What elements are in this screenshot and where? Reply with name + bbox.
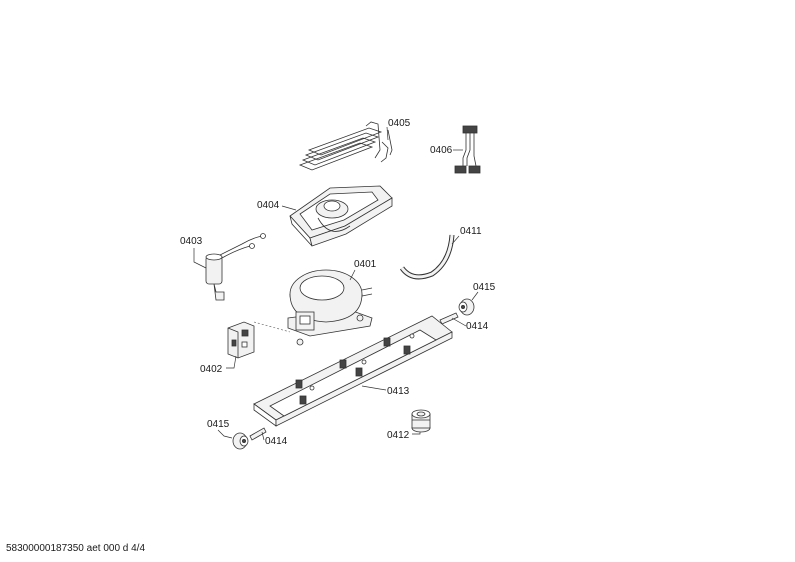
label-0401: 0401 [354, 259, 377, 270]
leader-0415-upper [471, 291, 479, 301]
part-0402-relay[interactable] [227, 321, 255, 359]
leader-0414-lower [261, 431, 265, 441]
part-0411-hose[interactable] [399, 234, 455, 280]
part-0401-compressor[interactable] [287, 269, 373, 346]
label-0411: 0411 [460, 226, 482, 237]
part-0414-sleeve-upper[interactable] [439, 312, 459, 325]
label-0414-upper: 0414 [466, 321, 489, 332]
label-0406: 0406 [430, 145, 453, 156]
leader-0411 [451, 235, 460, 245]
leader-0402 [226, 355, 237, 369]
leader-0414-upper [451, 317, 467, 327]
leader-0415-lower [217, 429, 233, 439]
part-0405-coil[interactable] [298, 121, 393, 171]
label-0413: 0413 [387, 386, 410, 397]
leader-0401 [349, 269, 356, 281]
part-0415-grommet-lower[interactable] [232, 432, 249, 450]
label-0402: 0402 [200, 364, 223, 375]
part-0404-tray[interactable] [289, 185, 393, 247]
leader-0413 [361, 385, 387, 391]
leader-0403 [193, 248, 207, 269]
part-0413-baseplate[interactable] [253, 315, 453, 427]
label-0415-upper: 0415 [473, 282, 496, 293]
connection-0402-0401 [253, 321, 291, 333]
part-0415-grommet-upper[interactable] [458, 298, 475, 316]
part-0403-capacitor[interactable] [205, 233, 266, 301]
label-0405: 0405 [388, 118, 411, 129]
label-0404: 0404 [257, 200, 280, 211]
label-0415-lower: 0415 [207, 419, 230, 430]
part-0412-foot[interactable] [411, 409, 431, 433]
leader-0405 [386, 126, 389, 141]
leader-0412 [412, 432, 421, 435]
label-0414-lower: 0414 [265, 436, 288, 447]
document-footer-id: 58300000187350 aet 000 d 4/4 [6, 543, 146, 554]
label-0412: 0412 [387, 430, 410, 441]
leader-0404 [281, 205, 297, 211]
part-0414-sleeve-lower[interactable] [249, 427, 267, 441]
label-0403: 0403 [180, 236, 203, 247]
part-0406-tube[interactable] [454, 125, 481, 174]
